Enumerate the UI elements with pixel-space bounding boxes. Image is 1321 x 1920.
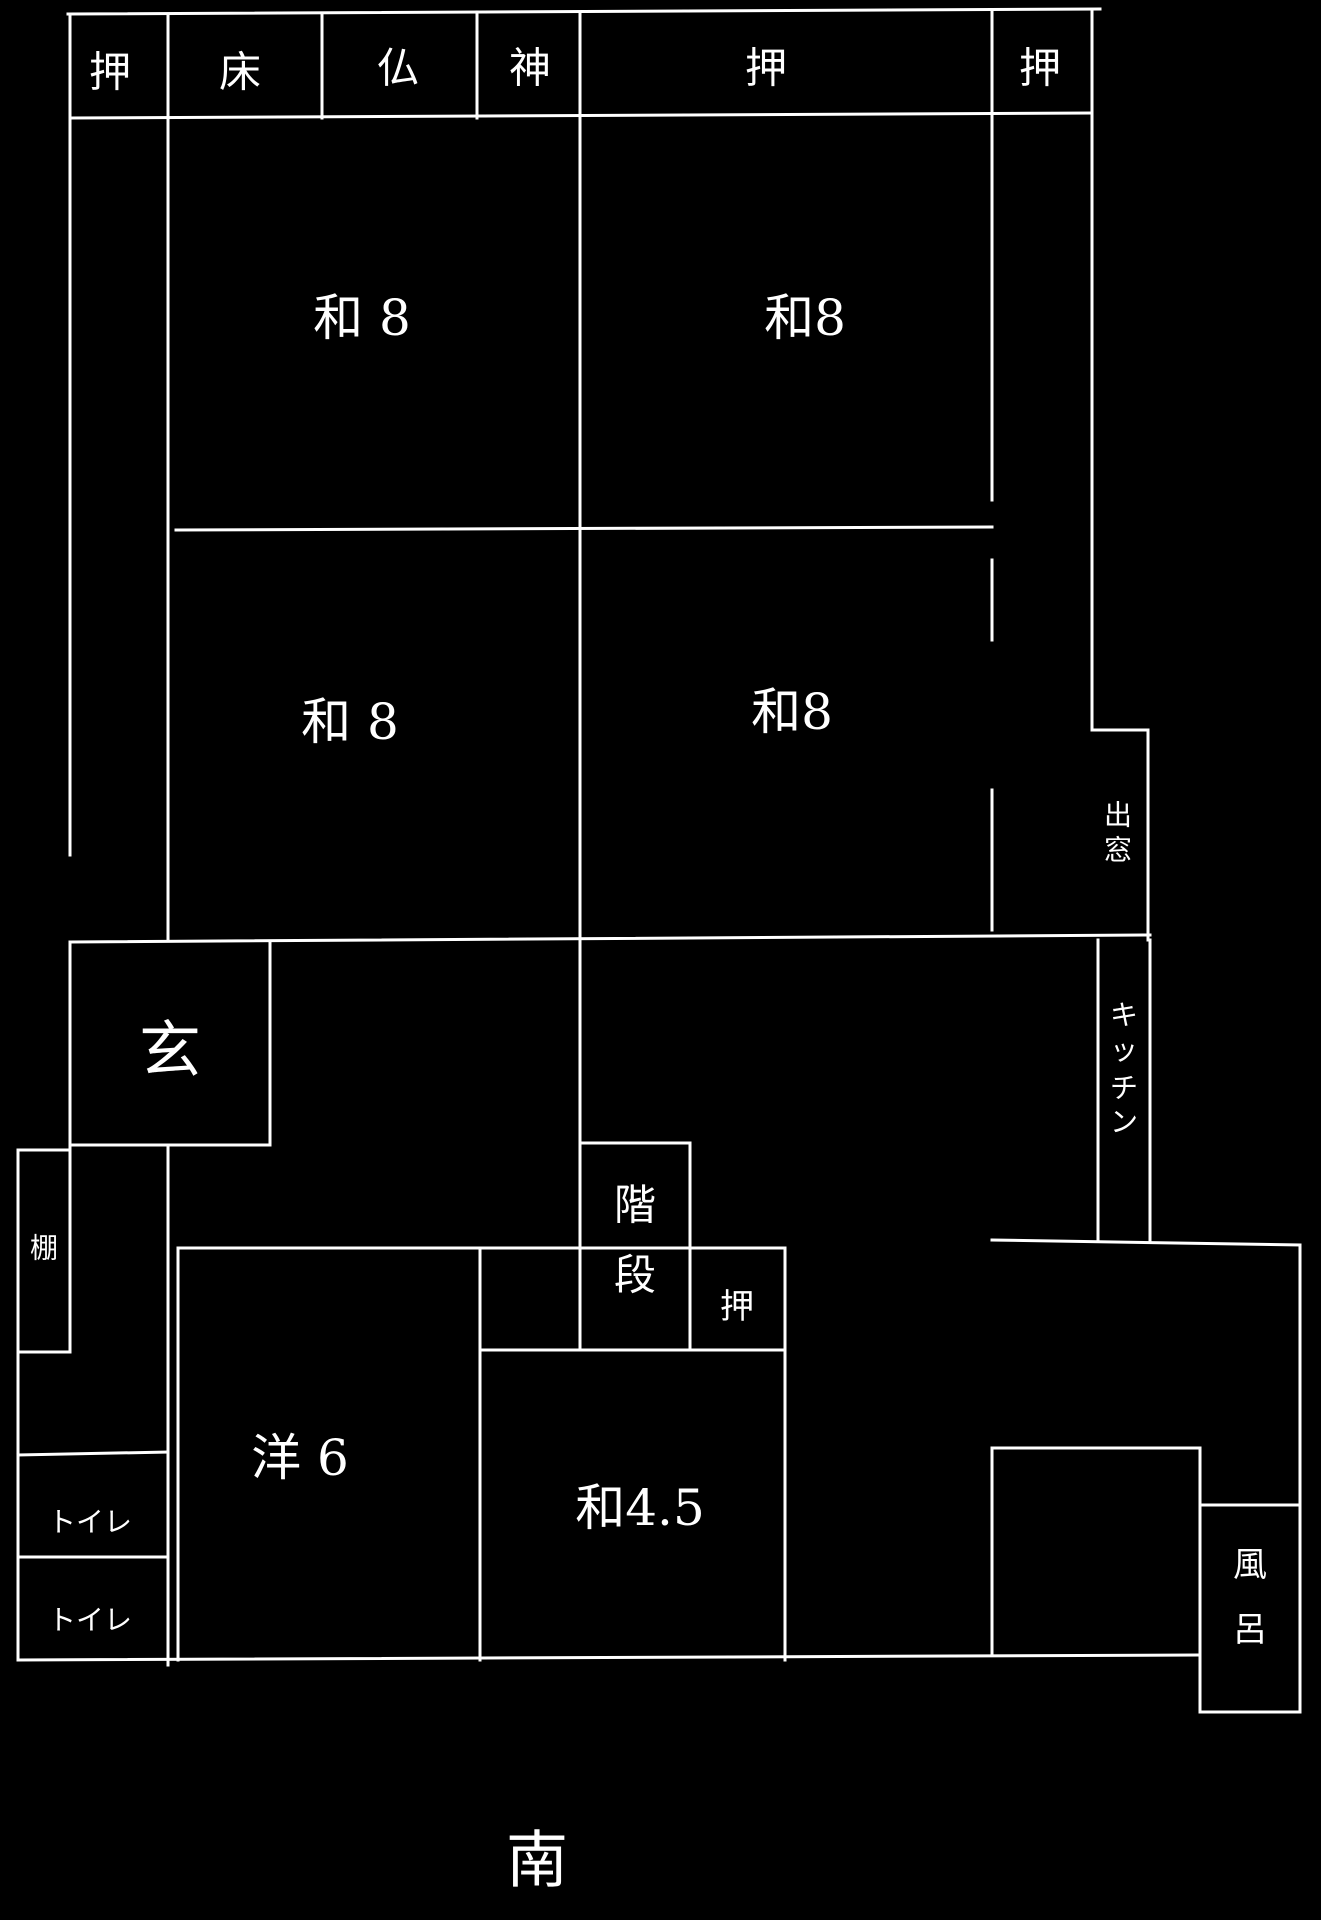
south-direction-mark: 南 (506, 1824, 568, 1897)
stairs-label-1: 階 (614, 1181, 656, 1230)
shelf-label: 棚 (30, 1232, 58, 1265)
toilet-upper-label: トイレ (48, 1506, 132, 1539)
bay-window-label-1: 出 (1104, 799, 1132, 832)
butsuma-label: 仏 (377, 44, 419, 93)
toilet-lower-label: トイレ (48, 1604, 132, 1637)
bath-label-1: 風 (1233, 1545, 1267, 1585)
closet-stairs-label: 押 (720, 1287, 754, 1327)
closet-top-mid-label: 押 (745, 44, 787, 93)
kitchen-label-1: キ (1110, 999, 1138, 1032)
washitsu-small-label: 和4.5 (575, 1479, 705, 1537)
closet-top-left-label: 押 (89, 48, 131, 97)
room-labels: 押 床 仏 神 押 押 和 8 和8 和 8 和8 出 窓 玄 棚 キ ッ チ … (30, 44, 1267, 1897)
stairs-label-2: 段 (614, 1251, 656, 1300)
washitsu-lower-left-label: 和 8 (301, 693, 399, 751)
tokonoma-label: 床 (219, 48, 261, 97)
genkan-label: 玄 (139, 1014, 201, 1087)
washitsu-lower-right-label: 和8 (751, 683, 833, 741)
kitchen-label-2: ッ (1110, 1034, 1138, 1067)
kitchen-label-4: ン (1110, 1106, 1138, 1139)
bay-window-label-2: 窓 (1104, 834, 1132, 867)
walls (16, 7, 1302, 1714)
kitchen-label-3: チ (1110, 1072, 1138, 1105)
washitsu-upper-left-label: 和 8 (313, 289, 411, 347)
kamidana-label: 神 (509, 44, 551, 93)
youshitsu-label: 洋 6 (251, 1429, 349, 1487)
closet-top-right-label: 押 (1019, 44, 1061, 93)
bath-label-2: 呂 (1233, 1610, 1267, 1650)
washitsu-upper-right-label: 和8 (764, 289, 846, 347)
